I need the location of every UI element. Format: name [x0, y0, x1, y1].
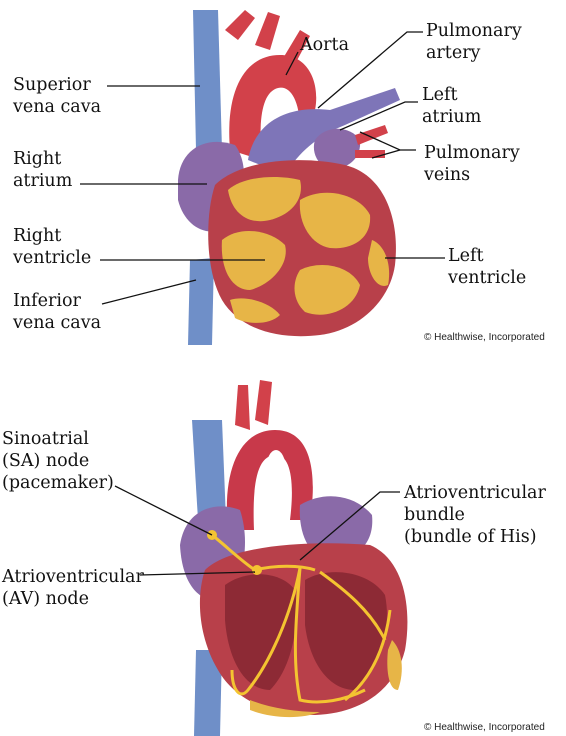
cross-section-heart-illustration [180, 380, 407, 736]
copyright-bottom: © Healthwise, Incorporated [424, 722, 545, 733]
inferior-vena-cava-shape [188, 258, 214, 345]
external-heart-illustration [178, 10, 400, 345]
label-inferior-vena-cava: Inferior vena cava [13, 290, 101, 334]
label-sa-node: Sinoatrial (SA) node (pacemaker) [2, 428, 114, 494]
label-superior-vena-cava: Superior vena cava [13, 74, 101, 118]
copyright-top: © Healthwise, Incorporated [424, 332, 545, 343]
label-left-ventricle: Left ventricle [448, 245, 526, 289]
label-av-node: Atrioventricular (AV) node [2, 566, 144, 610]
vena-cava-shape [192, 420, 226, 520]
label-aorta: Aorta [300, 34, 349, 56]
label-pulmonary-artery: Pulmonary artery [426, 20, 522, 64]
label-bundle-of-his: Atrioventricular bundle (bundle of His) [404, 482, 546, 548]
superior-vena-cava-shape [193, 10, 222, 150]
label-right-ventricle: Right ventricle [13, 225, 91, 269]
label-right-atrium: Right atrium [13, 148, 72, 192]
label-left-atrium: Left atrium [422, 84, 481, 128]
label-pulmonary-veins: Pulmonary veins [424, 142, 520, 186]
